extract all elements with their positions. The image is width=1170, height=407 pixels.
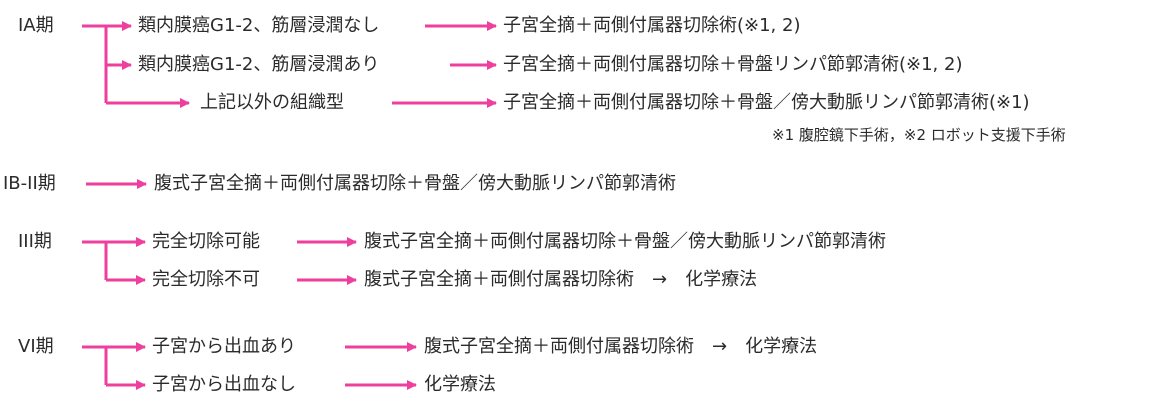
ia-treatment-2: 子宮全摘＋両側付属器切除＋骨盤リンパ節郭清術(※1, 2): [503, 54, 963, 75]
ia-footnote: ※1 腹腔鏡下手術，※2 ロボット支援下手術: [772, 126, 1066, 144]
ia-treatment-3: 子宮全摘＋両側付属器切除＋骨盤／傍大動脈リンパ節郭清術(※1): [503, 92, 1030, 113]
ib-ii-treatment: 腹式子宮全摘＋両側付属器切除＋骨盤／傍大動脈リンパ節郭清術: [154, 173, 676, 194]
iii-treatment-1: 腹式子宮全摘＋両側付属器切除＋骨盤／傍大動脈リンパ節郭清術: [364, 231, 886, 252]
vi-condition-1: 子宮から出血あり: [152, 336, 296, 357]
ia-branch-trunk: [82, 24, 108, 103]
iii-branch-trunk: [82, 240, 108, 280]
stage-iii-label: III期: [18, 231, 52, 252]
ia-condition-2: 類内膜癌G1-2、筋層浸潤あり: [138, 54, 380, 75]
iii-condition-1: 完全切除可能: [152, 231, 260, 252]
vi-branch-trunk: [82, 345, 108, 385]
iii-treatment-2: 腹式子宮全摘＋両側付属器切除術 → 化学療法: [364, 269, 758, 290]
vi-treatment-1: 腹式子宮全摘＋両側付属器切除術 → 化学療法: [424, 336, 818, 357]
stage-ia-label: IA期: [18, 15, 54, 36]
stage-ib-ii-label: IB-II期: [3, 173, 56, 194]
stage-vi-label: VI期: [18, 336, 54, 357]
ia-condition-3: 上記以外の組織型: [200, 92, 344, 113]
ia-treatment-1: 子宮全摘＋両側付属器切除術(※1, 2): [503, 15, 801, 36]
vi-treatment-2: 化学療法: [424, 374, 496, 395]
vi-condition-2: 子宮から出血なし: [152, 374, 296, 395]
iii-condition-2: 完全切除不可: [152, 269, 260, 290]
ia-condition-1: 類内膜癌G1-2、筋層浸潤なし: [138, 15, 380, 36]
